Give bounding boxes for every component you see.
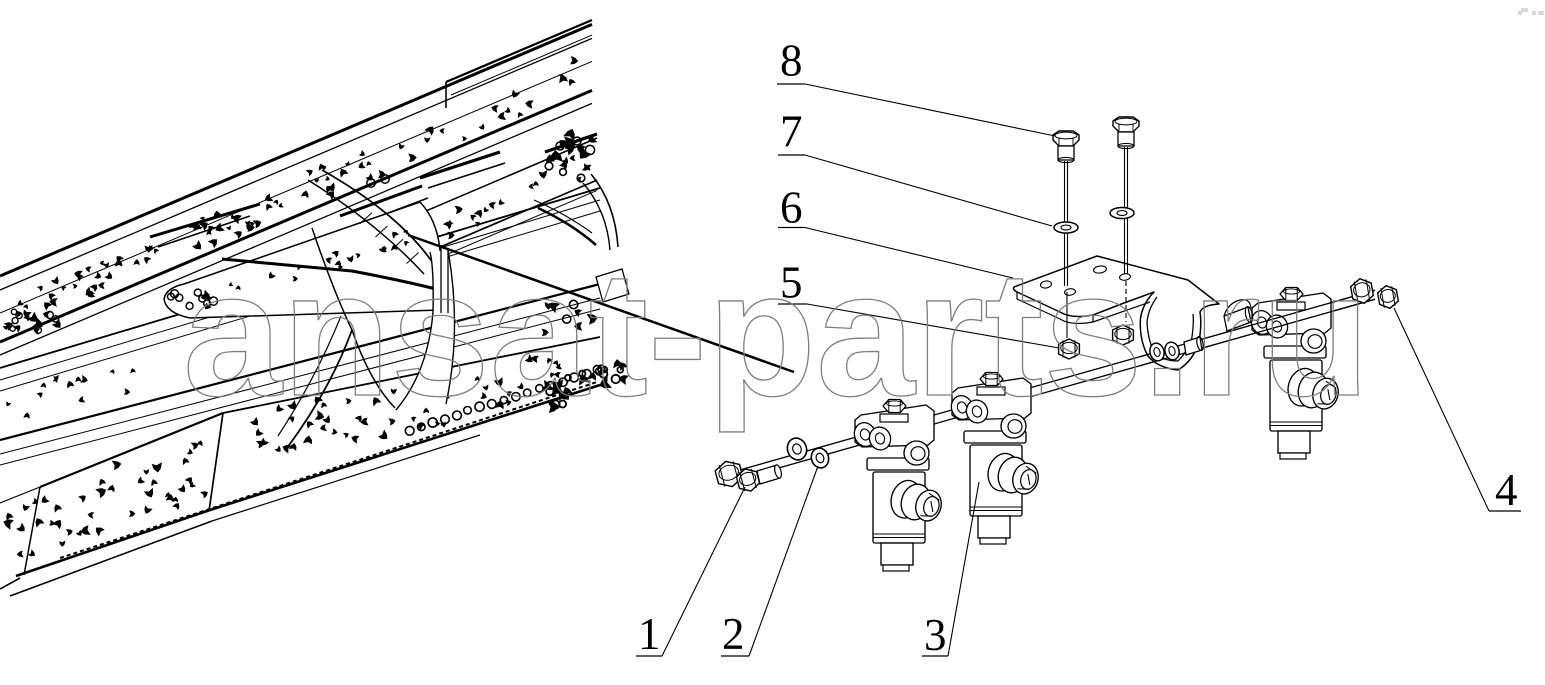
svg-text:5: 5 xyxy=(780,258,803,308)
svg-text:6: 6 xyxy=(780,183,803,233)
svg-text:3: 3 xyxy=(924,610,947,660)
svg-text:4: 4 xyxy=(1495,465,1518,515)
svg-text:1: 1 xyxy=(638,609,661,659)
svg-text:ansat-parts.ru: ansat-parts.ru xyxy=(183,234,1370,433)
svg-text:7: 7 xyxy=(780,107,803,157)
svg-text:2: 2 xyxy=(722,609,745,659)
svg-text:8: 8 xyxy=(780,36,803,86)
